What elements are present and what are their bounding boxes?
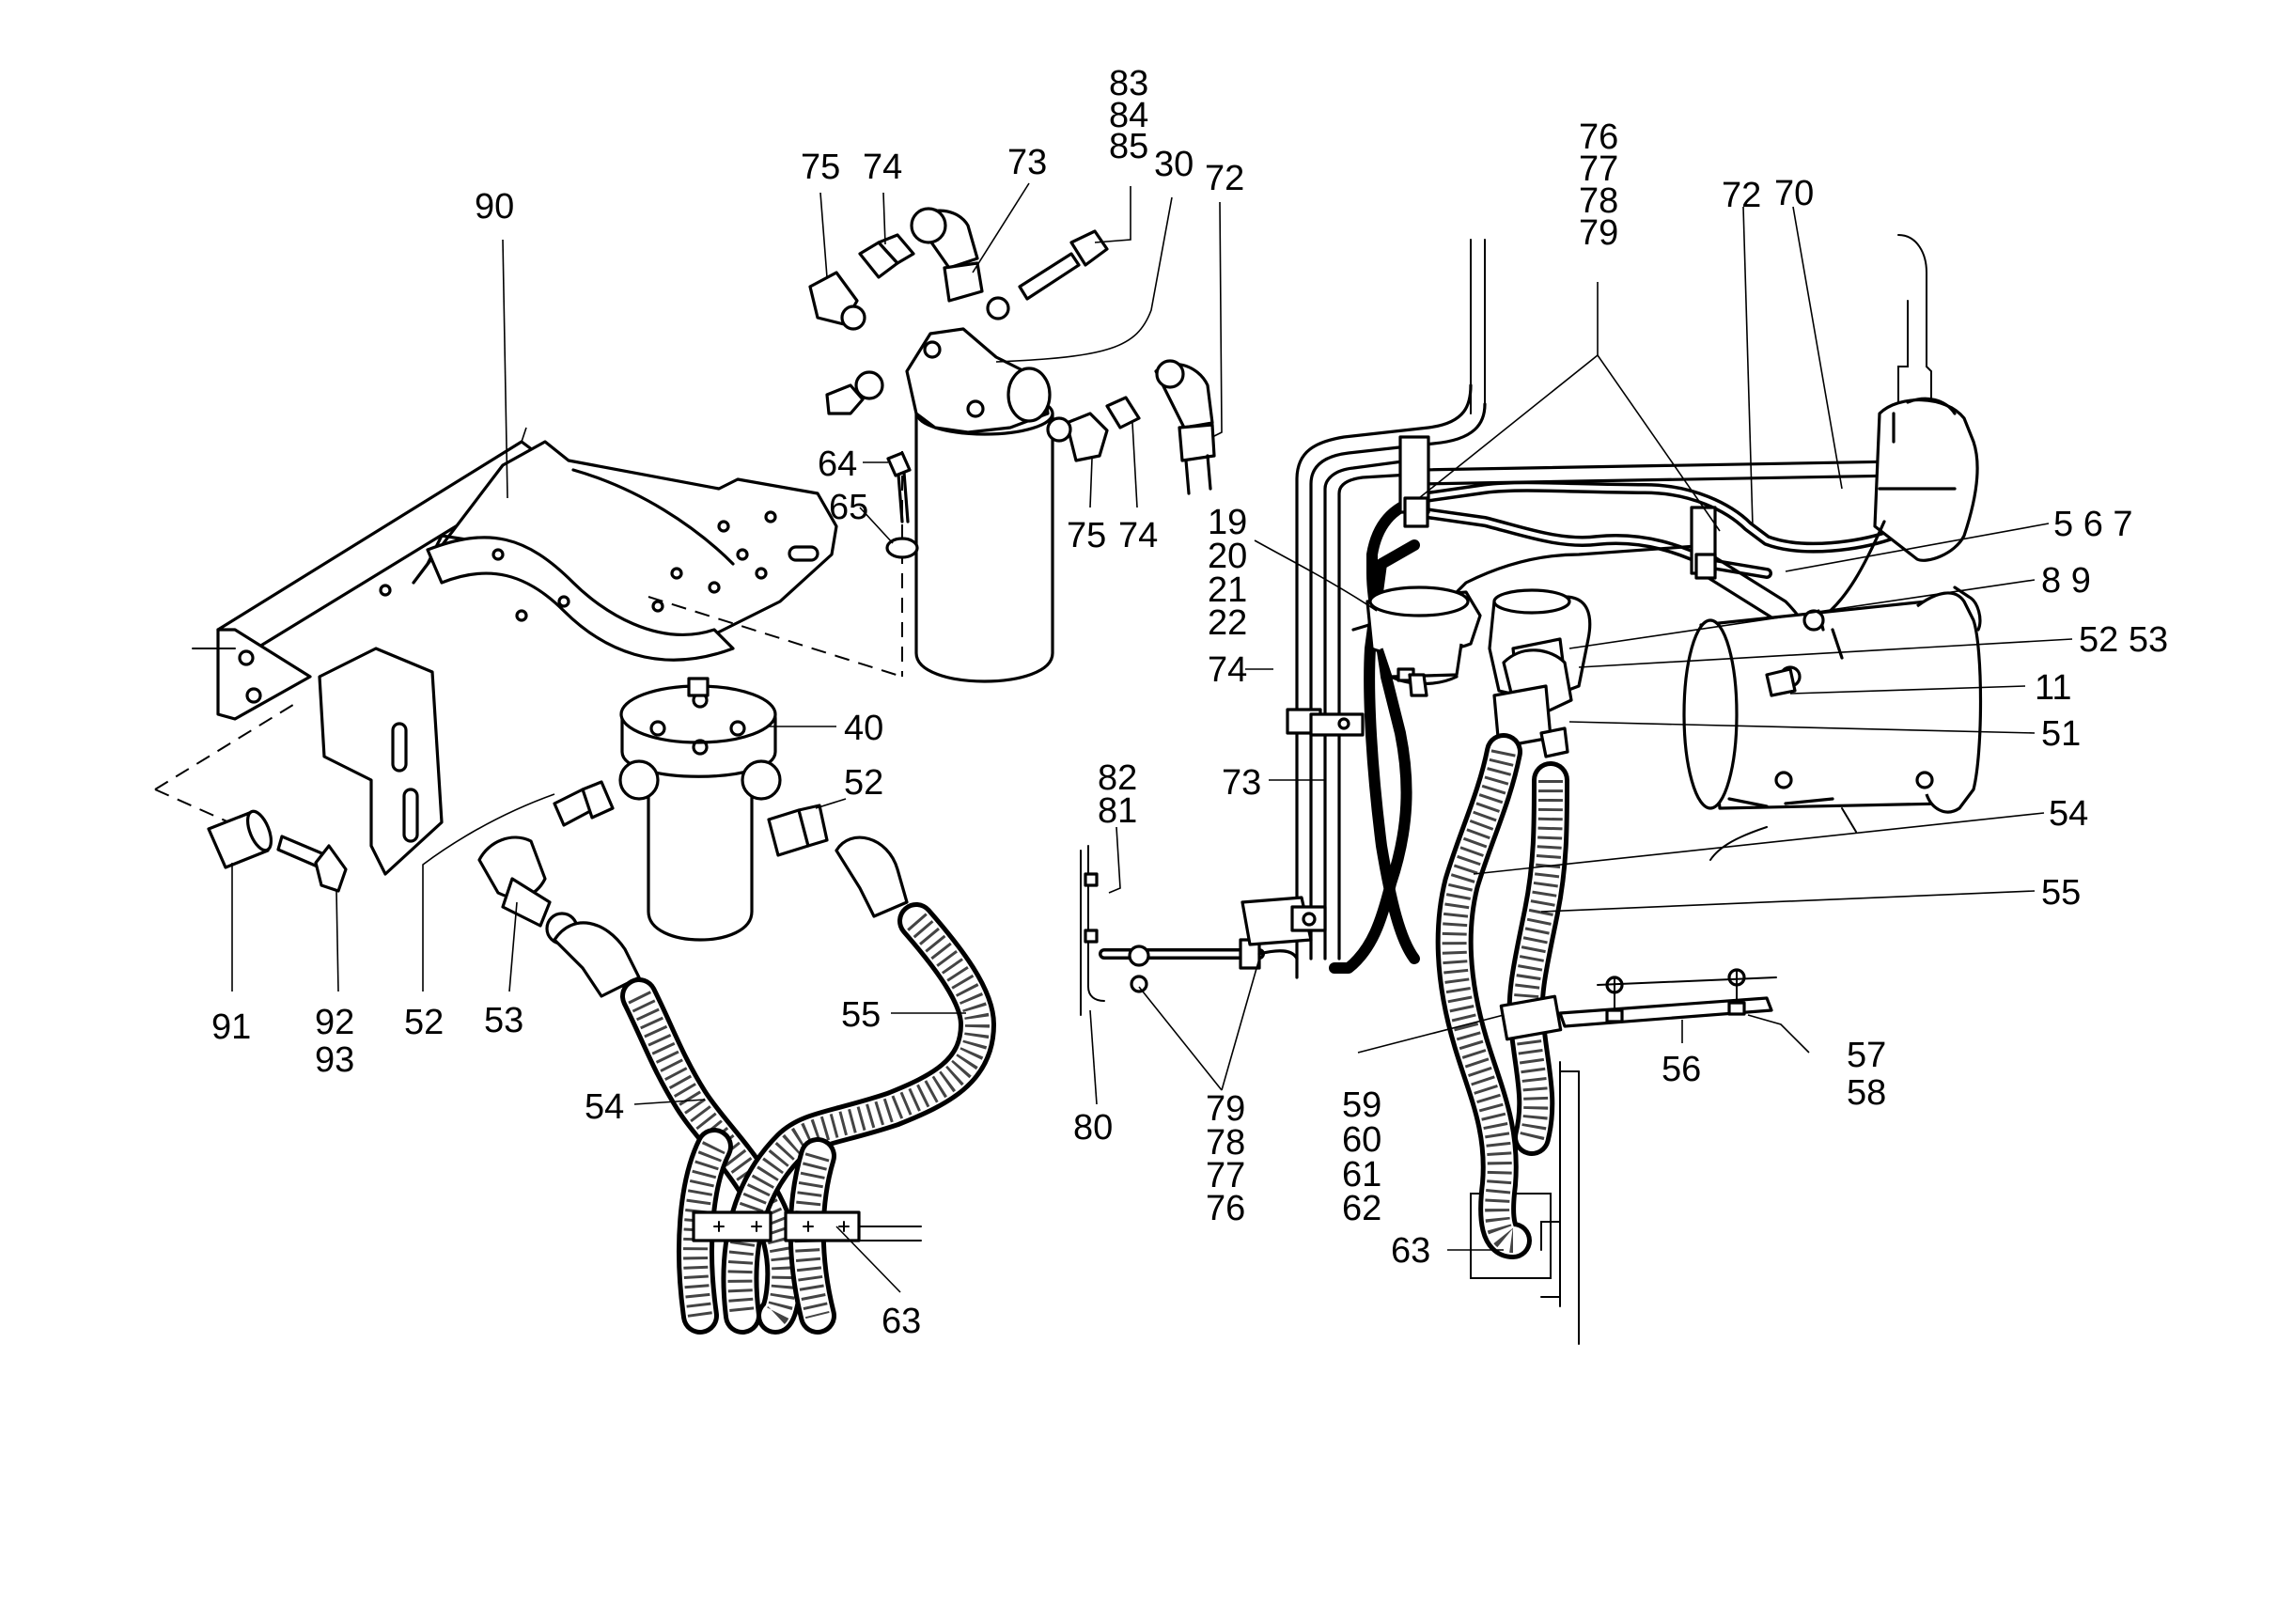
label-73: 73 bbox=[1222, 763, 1261, 803]
label-54: 54 bbox=[2049, 794, 2088, 834]
elbow-fitting-75 bbox=[808, 271, 866, 331]
washer bbox=[986, 296, 1010, 320]
label-74: 74 bbox=[863, 148, 902, 187]
label-74: 74 bbox=[1208, 650, 1247, 690]
elbow-fitting-75-right bbox=[1046, 412, 1109, 462]
label-93: 93 bbox=[315, 1040, 354, 1080]
bolt-83 bbox=[1018, 229, 1109, 301]
label-78: 78 bbox=[1206, 1123, 1245, 1163]
piping bbox=[1295, 383, 1487, 960]
adapter-fitting bbox=[767, 804, 829, 857]
label-19: 19 bbox=[1208, 503, 1247, 542]
label-54: 54 bbox=[585, 1087, 624, 1127]
bolt-64 bbox=[886, 451, 912, 523]
label-55: 55 bbox=[2041, 873, 2081, 913]
label-11: 11 bbox=[2035, 668, 2071, 708]
label-20: 20 bbox=[1208, 537, 1247, 576]
label-76: 76 bbox=[1579, 117, 1618, 157]
washer bbox=[854, 370, 884, 400]
label-22: 22 bbox=[1208, 603, 1247, 643]
label-91: 91 bbox=[211, 1007, 251, 1047]
hose-connector bbox=[1492, 648, 1573, 758]
label-63: 63 bbox=[1391, 1231, 1430, 1271]
label-78: 78 bbox=[1579, 181, 1618, 221]
label-83: 83 bbox=[1109, 64, 1148, 103]
label-59: 59 bbox=[1342, 1085, 1381, 1125]
hose-55-right bbox=[1506, 761, 1569, 1156]
pipe-clamp bbox=[1286, 708, 1365, 932]
mounting-bracket bbox=[216, 440, 838, 876]
adapter-fitting bbox=[553, 780, 615, 827]
label-90: 90 bbox=[475, 187, 514, 226]
label-52: 52 bbox=[844, 763, 883, 803]
label-30: 30 bbox=[1154, 145, 1194, 184]
hose-55-left bbox=[721, 835, 996, 1335]
label-73: 73 bbox=[1007, 143, 1047, 182]
label-21: 21 bbox=[1208, 570, 1247, 610]
label-84: 84 bbox=[1109, 96, 1148, 135]
label-51: 51 bbox=[2041, 714, 2081, 754]
label-58: 58 bbox=[1847, 1073, 1886, 1113]
washer-65 bbox=[885, 537, 919, 559]
bracket-80 bbox=[1080, 845, 1313, 1016]
bolt bbox=[276, 835, 348, 893]
label-62: 62 bbox=[1342, 1189, 1381, 1228]
hose-54-right bbox=[1435, 733, 1532, 1259]
label-52: 52 bbox=[404, 1003, 444, 1042]
label-55: 55 bbox=[841, 995, 881, 1035]
part-labels: 90 91 92 93 52 53 40 52 55 54 63 64 65 7… bbox=[211, 64, 2168, 1341]
label-56: 56 bbox=[1662, 1050, 1701, 1089]
label-75: 75 bbox=[801, 148, 840, 187]
label-61: 61 bbox=[1342, 1155, 1381, 1195]
oil-filter-upper bbox=[905, 327, 1054, 683]
pump-housing bbox=[1817, 397, 1979, 622]
label-5-6-7: 5 6 7 bbox=[2053, 505, 2133, 544]
label-76: 76 bbox=[1206, 1189, 1245, 1228]
label-72: 72 bbox=[1722, 176, 1761, 215]
label-60: 60 bbox=[1342, 1120, 1381, 1160]
nut bbox=[825, 383, 865, 415]
hydraulic-motor bbox=[1682, 586, 1983, 861]
label-75: 75 bbox=[1067, 516, 1106, 555]
mounting-line bbox=[648, 596, 903, 678]
label-65: 65 bbox=[829, 488, 868, 527]
flow-divider bbox=[1365, 586, 1482, 697]
mounting-line bbox=[154, 699, 302, 790]
label-81: 81 bbox=[1098, 791, 1137, 831]
hose-clamp bbox=[692, 1210, 922, 1242]
spacer bbox=[207, 809, 273, 869]
label-70: 70 bbox=[1774, 174, 1814, 213]
label-57: 57 bbox=[1847, 1036, 1886, 1075]
oil-filter-lower bbox=[618, 677, 782, 942]
label-77: 77 bbox=[1579, 149, 1618, 189]
label-40: 40 bbox=[844, 709, 883, 748]
label-77: 77 bbox=[1206, 1156, 1245, 1195]
pipe-clamp bbox=[1398, 435, 1717, 580]
label-63: 63 bbox=[882, 1302, 921, 1341]
label-92: 92 bbox=[315, 1003, 354, 1042]
nut-fitting-74-right bbox=[1105, 396, 1141, 429]
label-82: 82 bbox=[1098, 758, 1137, 798]
label-80: 80 bbox=[1073, 1108, 1113, 1148]
label-79: 79 bbox=[1206, 1089, 1245, 1129]
label-79: 79 bbox=[1579, 213, 1618, 253]
mounting-plate-56 bbox=[1558, 968, 1777, 1028]
label-64: 64 bbox=[818, 445, 857, 484]
elbow-fitting bbox=[477, 835, 579, 945]
label-52-53: 52 53 bbox=[2079, 620, 2168, 660]
pressure-line bbox=[1329, 480, 1895, 974]
label-74: 74 bbox=[1118, 516, 1158, 555]
label-53: 53 bbox=[484, 1001, 523, 1040]
elbow-fitting-73 bbox=[910, 207, 984, 303]
elbow-fitting-72 bbox=[1154, 359, 1216, 495]
nut-fitting-74 bbox=[858, 233, 915, 279]
leader-lines bbox=[231, 182, 2073, 1293]
label-8-9: 8 9 bbox=[2041, 561, 2091, 601]
label-85: 85 bbox=[1109, 127, 1148, 166]
leader-line bbox=[521, 427, 527, 443]
label-72: 72 bbox=[1205, 159, 1244, 198]
